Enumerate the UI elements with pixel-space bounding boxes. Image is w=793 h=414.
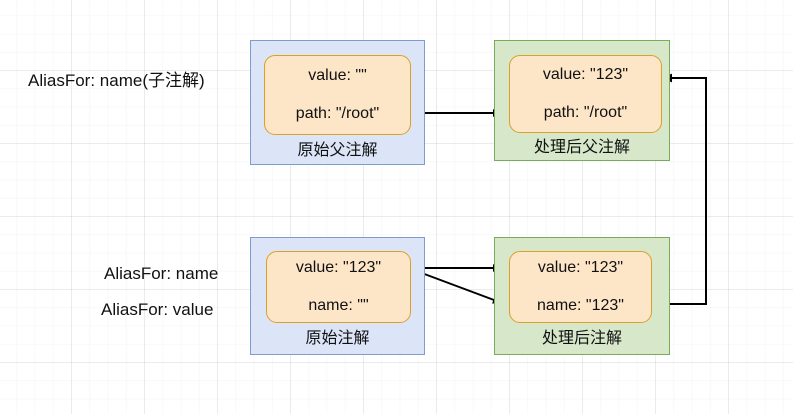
- attribute-box-processed-child[interactable]: value: "123" name: "123": [509, 251, 652, 323]
- attribute-line: path: "/root": [543, 104, 628, 121]
- annotation-parent-alias: AliasFor: name(子注解): [28, 71, 205, 90]
- annotation-child-alias-name: AliasFor: name: [104, 264, 219, 283]
- attribute-line: name: "123": [537, 297, 624, 314]
- caption-original-parent: 原始父注解: [297, 142, 378, 159]
- attribute-line: value: "123": [537, 259, 624, 276]
- attribute-box-original-child[interactable]: value: "123" name: "": [266, 251, 411, 323]
- annotation-child-alias-value: AliasFor: value: [101, 300, 214, 319]
- caption-original-child: 原始注解: [305, 330, 370, 347]
- attribute-box-original-parent[interactable]: value: "" path: "/root": [264, 55, 411, 135]
- attribute-line: value: "123": [295, 259, 382, 276]
- attribute-box-processed-parent[interactable]: value: "123" path: "/root": [509, 55, 662, 133]
- attribute-line: value: "123": [542, 66, 629, 83]
- attribute-line: value: "": [308, 67, 367, 84]
- attribute-line: path: "/root": [295, 105, 380, 122]
- caption-processed-parent: 处理后父注解: [533, 139, 630, 156]
- attribute-line: name: "": [308, 297, 369, 314]
- caption-processed-child: 处理后注解: [541, 330, 622, 347]
